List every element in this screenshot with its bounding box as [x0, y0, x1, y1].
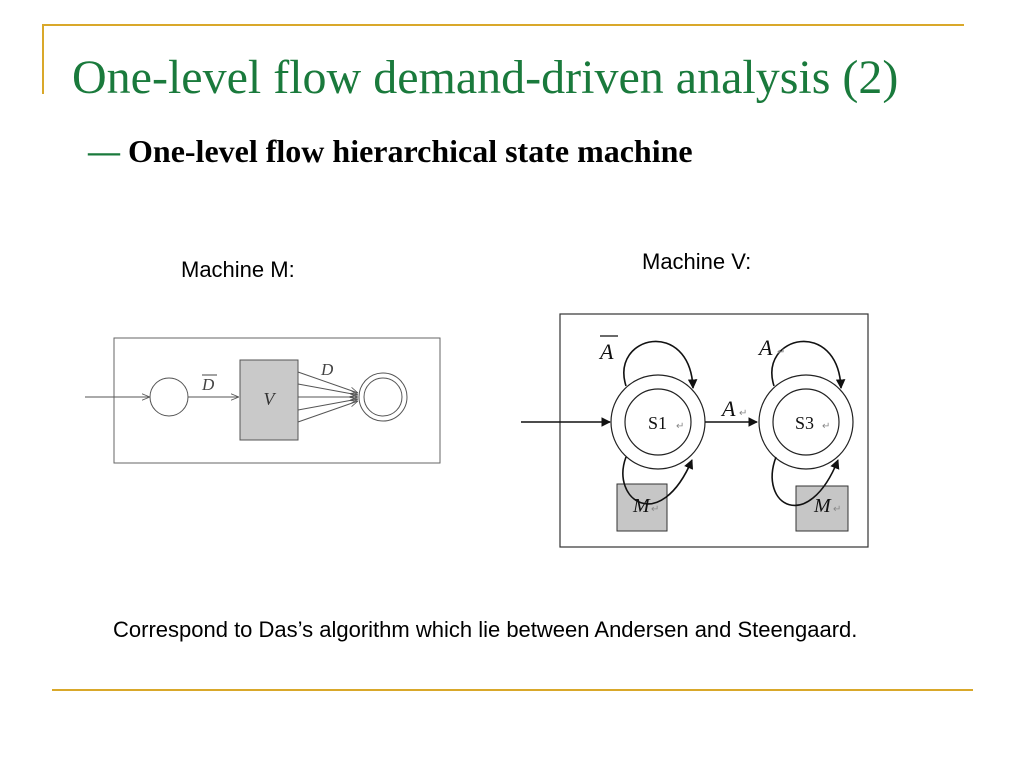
v-loop-s3-label: A: [757, 335, 773, 360]
v-box-m3-mark: ↵: [833, 504, 841, 515]
v-state-s1-label: S1: [648, 413, 667, 433]
m-box-v: [239, 359, 299, 441]
v-box-m1-edge: [622, 456, 694, 505]
bottom-rule: [52, 689, 973, 691]
slide-subtitle: —One-level flow hierarchical state machi…: [88, 133, 693, 170]
v-state-s1-mark: ↵: [676, 421, 684, 432]
m-box-v-label: V: [264, 389, 277, 409]
top-rule: [42, 24, 964, 26]
subtitle-text: One-level flow hierarchical state machin…: [128, 133, 693, 169]
machine-m-diagram: D V D: [85, 337, 441, 464]
v-state-s3-inner: [772, 388, 840, 456]
v-box-m1: [616, 483, 668, 532]
v-box-m1-label: M: [632, 495, 651, 517]
subtitle-dash: —: [88, 133, 120, 169]
v-box-m1-mark: ↵: [651, 504, 659, 515]
m-edge-out-5: [297, 401, 358, 423]
machine-v-label: Machine V:: [642, 249, 752, 274]
m-start-state: [149, 377, 189, 417]
left-rule: [42, 24, 44, 94]
v-state-s3-label: S3: [795, 413, 814, 433]
v-box-m3-edge: [771, 456, 840, 507]
v-transition-mark: ↵: [739, 408, 747, 419]
m-edge-out-label: D: [320, 360, 334, 379]
v-loop-s1-label: A: [598, 339, 614, 364]
machine-m-label: Machine M:: [181, 257, 295, 282]
v-loop-s1: [623, 340, 698, 389]
v-state-s1-inner: [624, 388, 692, 456]
m-edge-out-2: [297, 383, 358, 395]
m-edge-in-label: D: [201, 375, 215, 394]
slide-caption: Correspond to Das’s algorithm which lie …: [113, 617, 858, 642]
slide-title: One-level flow demand-driven analysis (2…: [72, 51, 899, 104]
v-state-s3-mark: ↵: [822, 421, 830, 432]
m-edge-out-1: [297, 371, 358, 393]
m-accept-state-inner: [363, 377, 403, 417]
v-loop-s3-mark: ↵: [777, 347, 785, 358]
v-box-m3: [795, 485, 849, 532]
m-edge-out-4: [297, 399, 358, 411]
v-loop-s3: [771, 340, 846, 389]
v-transition-label: A: [720, 396, 736, 421]
machine-v-diagram: S1 ↵ S3 ↵ A A ↵ A ↵ M ↵ M ↵: [521, 313, 869, 548]
v-box-m3-label: M: [813, 495, 832, 517]
